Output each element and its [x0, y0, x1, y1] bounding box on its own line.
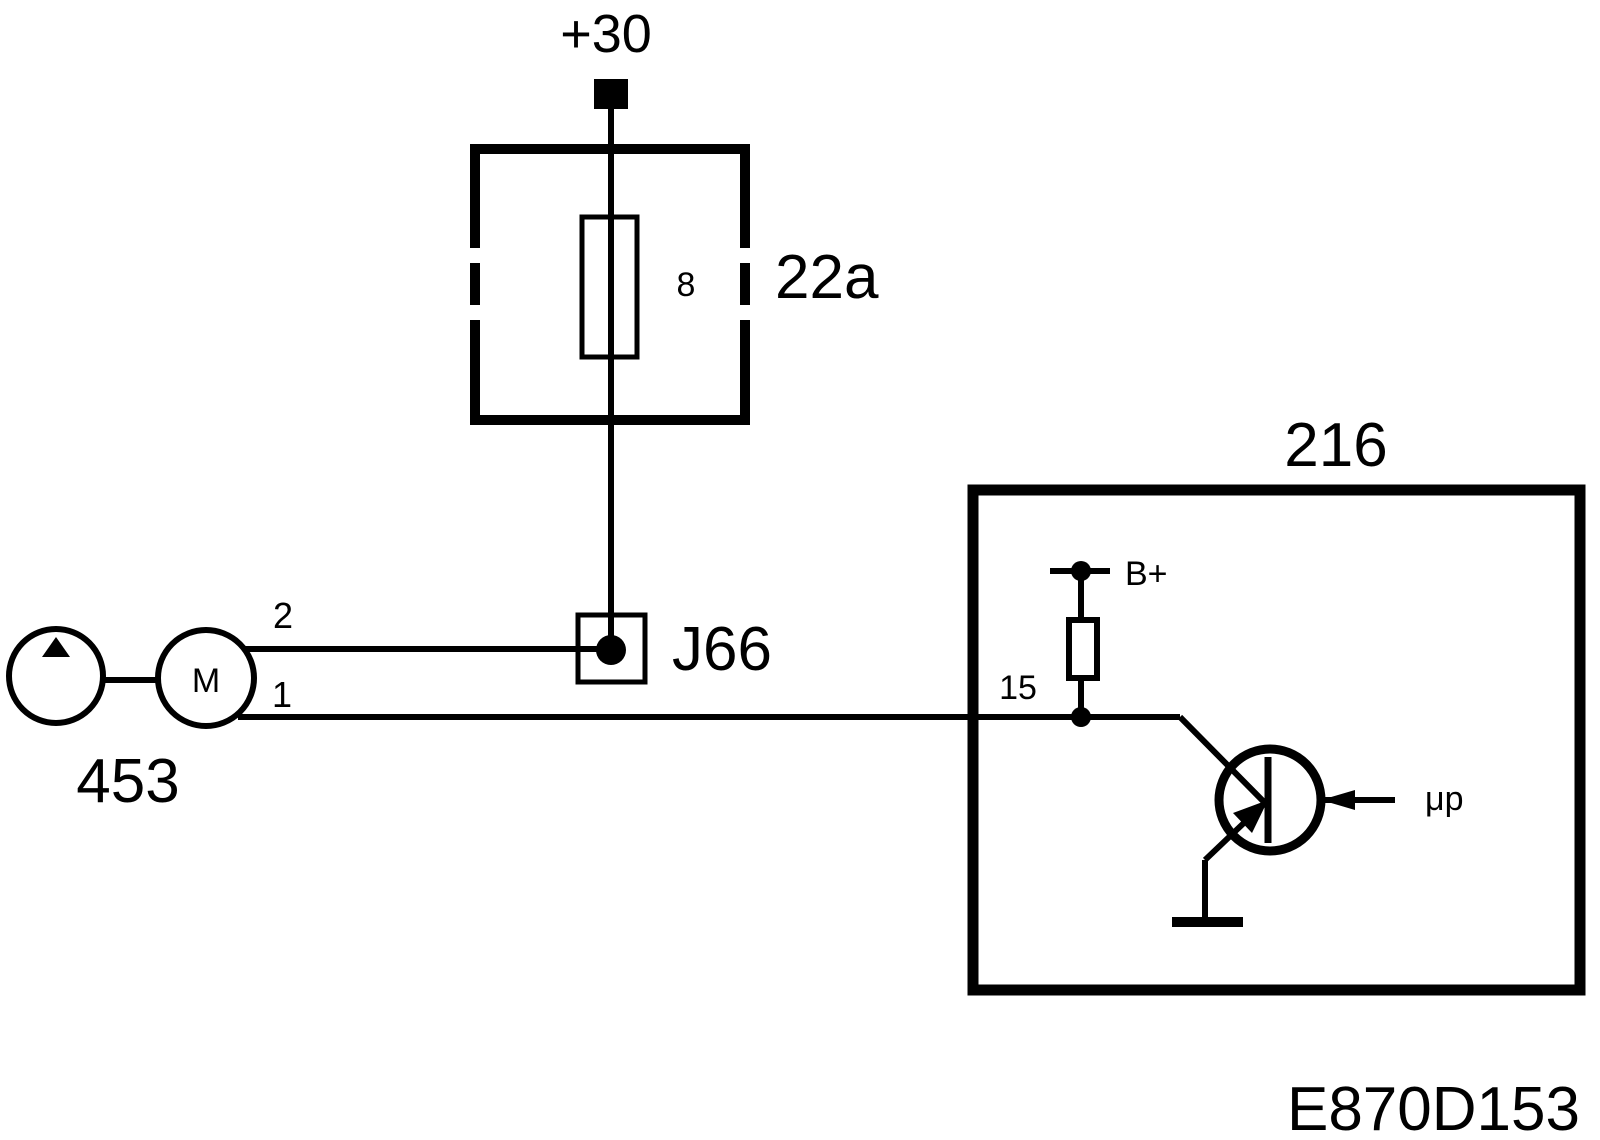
- pump-symbol: [6, 626, 106, 726]
- supply-label: +30: [560, 4, 652, 64]
- base-input-arrow-icon: [1321, 790, 1355, 810]
- pin-15-node: [1071, 707, 1091, 727]
- fuse-box-22a: [470, 144, 750, 425]
- drawing-id-label: E870D153: [1287, 1075, 1580, 1140]
- motor-symbol: [155, 627, 257, 729]
- battery-plus-label: B+: [1125, 555, 1168, 593]
- pump-arrow-icon: [42, 637, 70, 657]
- pull-up-resistor: [1066, 617, 1100, 681]
- collector-lead: [1177, 714, 1268, 806]
- fuse-number-label: 8: [677, 266, 696, 304]
- motor-label: M: [192, 662, 220, 700]
- wire-2-label: 2: [273, 595, 293, 636]
- ecu-label: 216: [1284, 411, 1387, 480]
- emitter-arrow-icon: [1233, 800, 1268, 833]
- microprocessor-label: μp: [1425, 780, 1464, 818]
- fuse-8: [579, 214, 640, 360]
- pump-unit-label: 453: [76, 747, 179, 816]
- connector-label: J66: [672, 615, 772, 684]
- pin-15-label: 15: [999, 669, 1037, 707]
- wire-1-label: 1: [272, 674, 292, 715]
- ecu-216: [967, 484, 1586, 996]
- fuse-box-label: 22a: [775, 243, 879, 312]
